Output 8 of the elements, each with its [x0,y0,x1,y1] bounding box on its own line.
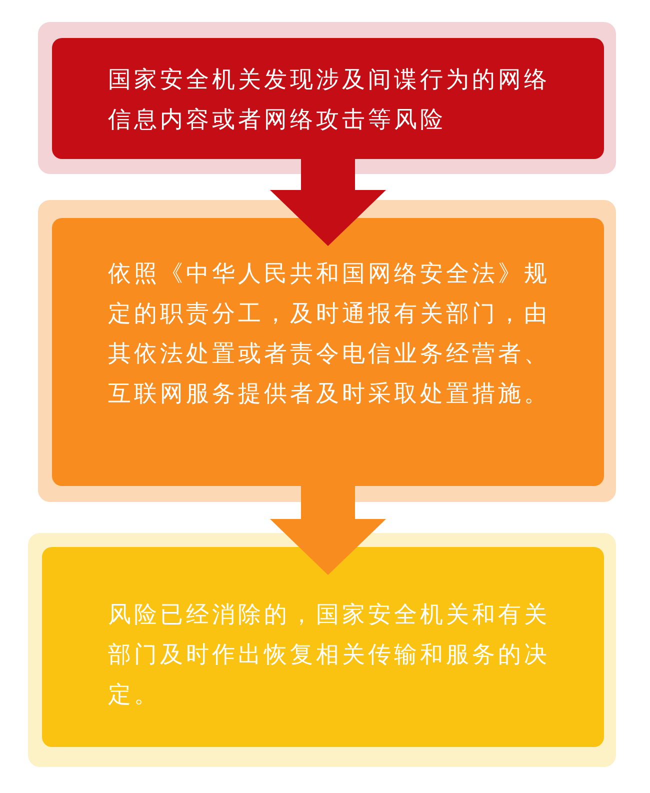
step-text: 依照《中华人民共和国网络安全法》规定的职责分工，及时通报有关部门，由其依法处置或者责令电信业务经营者、互联网服务提供者及时采取处置措施。 [108,260,551,409]
block-arrow [270,486,386,575]
step-box [52,38,604,159]
step-box [52,218,604,486]
step-box [42,547,604,747]
block-arrow [270,159,386,246]
step-text: 国家安全机关发现涉及间谍行为的网络信息内容或者网络攻击等风险 [108,66,551,135]
step-text: 风险已经消除的，国家安全机关和有关部门及时作出恢复相关传输和服务的决定。 [108,601,551,710]
